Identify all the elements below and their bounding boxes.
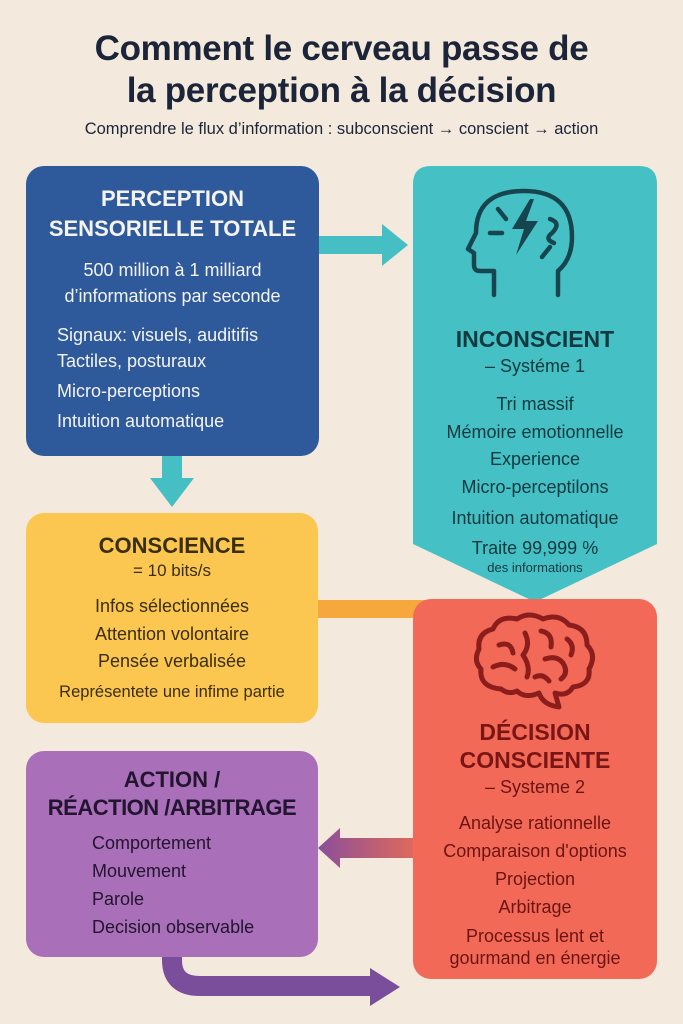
decision-box: DÉCISION CONSCIENTE – Systeme 2 Analyse …: [413, 599, 657, 979]
list-item: Comparaison d'options: [443, 841, 627, 861]
decision-items: Analyse rationnelle Comparaison d'option…: [413, 809, 657, 969]
inconscient-items: Tri massif Mémoire emotionnelle Experien…: [413, 391, 657, 533]
perception-rate-2: d’informations par seconde: [64, 286, 281, 306]
perception-box: PERCEPTION SENSORIELLE TOTALE 500 millio…: [26, 166, 319, 456]
list-item: Micro-perceptions: [57, 381, 201, 401]
conscience-rate: = 10 bits/s: [133, 561, 211, 580]
list-item: Pensée verbalisée: [97, 651, 247, 671]
list-item: Arbitrage: [498, 897, 572, 917]
arrow-perception-to-conscience: [150, 450, 194, 507]
list-item: Tri massif: [496, 394, 574, 414]
list-item: Signaux: visuels, auditifis: [57, 325, 259, 345]
connector-conscience-to-decision: [310, 600, 430, 618]
inconscient-subtitle: – Systéme 1: [484, 356, 586, 376]
list-item: Analyse rationnelle: [458, 813, 612, 833]
action-box: ACTION / RÉACTION /ARBITRAGE Comportemen…: [26, 751, 318, 957]
perception-items: Signaux: visuels, auditifis Tactiles, po…: [57, 322, 258, 434]
arrow-perception-to-inconscient: [310, 224, 408, 266]
inconscient-title: INCONSCIENT: [455, 326, 615, 352]
list-item: Experience: [489, 449, 581, 469]
page-title: Comment le cerveau passe de la perceptio…: [0, 28, 683, 112]
list-item: Infos sélectionnées: [94, 596, 250, 616]
list-item: Mouvement: [92, 861, 187, 881]
list-item: Processus lent et: [465, 926, 605, 946]
list-item: Mémoire emotionnelle: [446, 421, 624, 442]
action-title-1: ACTION /: [123, 767, 221, 792]
conscience-box: CONSCIENCE = 10 bits/s Infos sélectionné…: [26, 513, 318, 723]
page-subtitle: Comprendre le flux d’information : subco…: [84, 120, 599, 138]
title-line-2: la perception à la décision: [126, 71, 557, 110]
list-item: Tactiles, posturaux: [57, 351, 207, 371]
inconscient-box: [413, 166, 657, 602]
list-item: Intuition automatique: [451, 508, 619, 528]
inconscient-stat-note: des informations: [487, 560, 583, 575]
decision-title-1: DÉCISION: [479, 719, 591, 745]
list-item: Parole: [92, 889, 145, 909]
perception-title-2: SENSORIELLE TOTALE: [48, 216, 297, 241]
action-title-2: RÉACTION /ARBITRAGE: [47, 795, 297, 820]
list-item: Micro-perceptilons: [461, 476, 609, 497]
perception-rate-1: 500 million à 1 milliard: [83, 260, 262, 280]
conscience-title: CONSCIENCE: [98, 533, 246, 558]
list-item: Comportement: [92, 833, 212, 853]
head-lightning-icon: [465, 188, 575, 298]
list-item: Projection: [494, 869, 576, 889]
brain-icon: [473, 612, 595, 710]
arrow-decision-to-action: [318, 828, 416, 868]
list-item: gourmand en énergie: [449, 948, 621, 968]
decision-subtitle: – Systeme 2: [484, 777, 586, 797]
inconscient-stat: Traite 99,999 %: [471, 538, 599, 558]
decision-title-2: CONSCIENTE: [459, 747, 611, 773]
list-item: Intuition automatique: [57, 411, 225, 431]
title-line-1: Comment le cerveau passe de: [94, 29, 589, 68]
arrow-action-output: [162, 950, 400, 1006]
list-item: Decision observable: [92, 917, 255, 937]
action-items: Comportement Mouvement Parole Decision o…: [92, 829, 254, 941]
conscience-items: Infos sélectionnées Attention volontaire…: [26, 593, 318, 676]
perception-title-1: PERCEPTION: [100, 186, 245, 211]
list-item: Attention volontaire: [94, 623, 250, 644]
conscience-note: Représentete une infime partie: [59, 683, 285, 701]
